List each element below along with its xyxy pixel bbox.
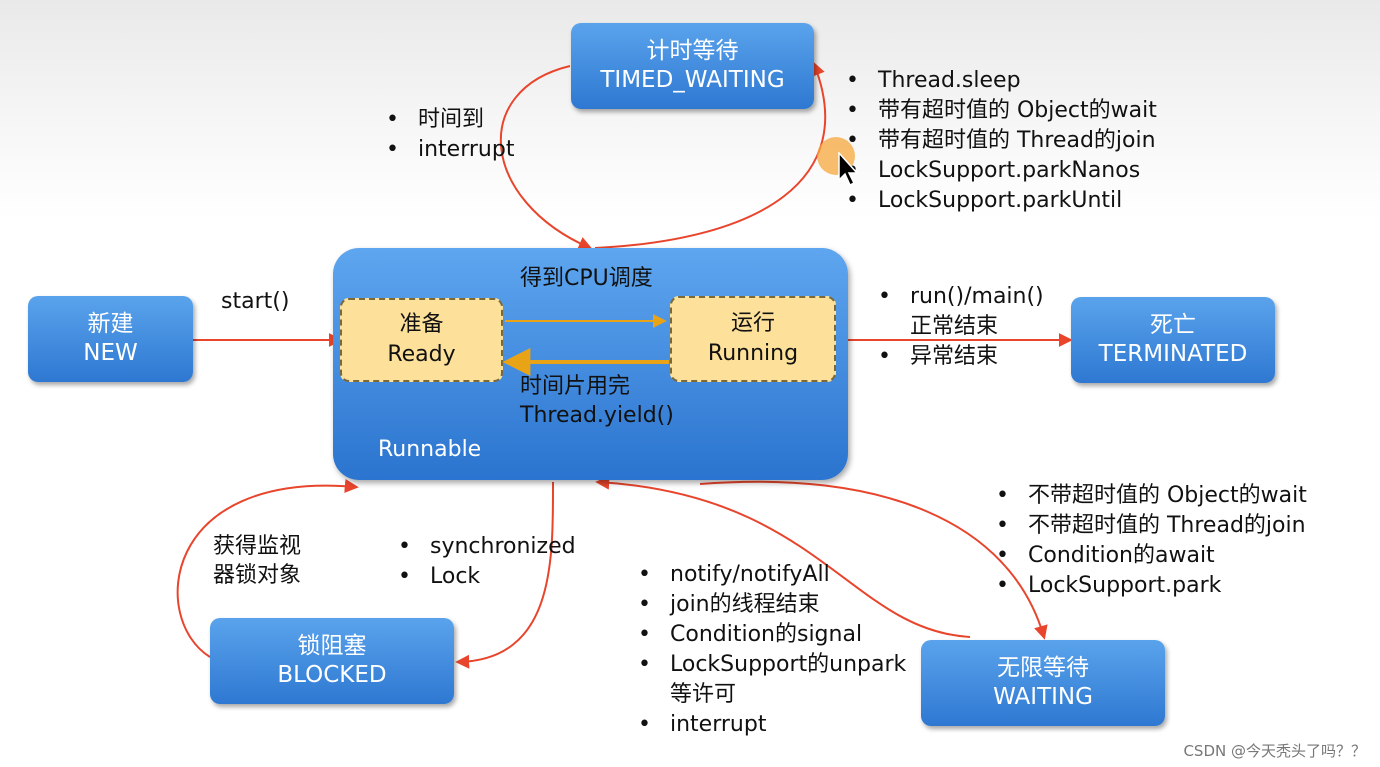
arrow-blocked-to-runnable: [176, 479, 359, 658]
list-item: 带有超时值的 Thread的join: [846, 126, 1157, 156]
blocked-state: 锁阻塞 BLOCKED: [210, 618, 454, 704]
terminated-en: TERMINATED: [1098, 341, 1248, 367]
arrow-runnable-to-blocked: [455, 481, 555, 669]
watermark: CSDN @今天秃头了吗？？: [1183, 742, 1366, 760]
list-item: Lock: [398, 562, 576, 592]
waiting-return-list: notify/notifyAll join的线程结束 Condition的sig…: [638, 560, 906, 740]
list-item: 带有超时值的 Object的wait: [846, 96, 1157, 126]
timed-return-list: 时间到 interrupt: [386, 105, 514, 165]
mouse-cursor-icon: [838, 152, 859, 187]
cpu-schedule-label: 得到CPU调度: [520, 266, 653, 291]
blocked-zh: 锁阻塞: [297, 633, 367, 659]
list-item: LockSupport的unpark: [638, 650, 906, 680]
list-item: synchronized: [398, 532, 576, 562]
list-item-continuation: 等许可: [670, 682, 737, 707]
blocked-en: BLOCKED: [277, 662, 387, 688]
yield-label-line1: 时间片用完: [520, 374, 631, 399]
timed-waiting-zh: 计时等待: [646, 38, 739, 64]
arrow-runnable-to-timed-waiting: [594, 61, 827, 249]
ready-zh: 准备: [399, 312, 444, 337]
list-item-continuation: 正常结束: [910, 314, 999, 339]
running-en: Running: [707, 341, 799, 366]
list-item: Thread.sleep: [846, 66, 1157, 96]
ready-state: 准备 Ready: [340, 298, 503, 382]
list-item: 不带超时值的 Object的wait: [996, 481, 1307, 511]
ready-en: Ready: [387, 342, 456, 367]
terminated-state: 死亡 TERMINATED: [1071, 297, 1275, 383]
waiting-zh: 无限等待: [997, 655, 1089, 681]
waiting-en: WAITING: [993, 684, 1093, 710]
waiting-state: 无限等待 WAITING: [921, 640, 1165, 726]
timed-waiting-en: TIMED_WAITING: [600, 67, 785, 93]
start-label: start(): [221, 289, 290, 314]
timed-waiting-state: 计时等待 TIMED_WAITING: [571, 23, 814, 109]
blocked-return-line2: 器锁对象: [213, 563, 302, 588]
list-item: LockSupport.parkUntil: [846, 186, 1157, 216]
new-state: 新建 NEW: [28, 296, 193, 382]
new-zh: 新建: [87, 311, 134, 337]
list-item: 不带超时值的 Thread的join: [996, 511, 1307, 541]
list-item: 异常结束: [878, 342, 1044, 372]
terminate-list: run()/main() 正常结束 异常结束: [878, 282, 1044, 372]
yield-label-line2: Thread.yield(): [520, 403, 674, 428]
new-en: NEW: [83, 340, 138, 366]
running-state: 运行 Running: [670, 296, 836, 382]
list-item: LockSupport.park: [996, 571, 1307, 601]
list-item: 时间到: [386, 105, 514, 135]
terminated-zh: 死亡: [1150, 312, 1196, 338]
runnable-label: Runnable: [378, 437, 482, 462]
list-item: Condition的await: [996, 541, 1307, 571]
running-zh: 运行: [730, 311, 775, 336]
waiting-enter-list: 不带超时值的 Object的wait 不带超时值的 Thread的join Co…: [996, 481, 1307, 601]
list-item: interrupt: [638, 710, 906, 740]
list-item: Condition的signal: [638, 620, 906, 650]
timed-enter-list: Thread.sleep 带有超时值的 Object的wait 带有超时值的 T…: [846, 66, 1157, 216]
list-item: LockSupport.parkNanos: [846, 156, 1157, 186]
list-item: join的线程结束: [638, 590, 906, 620]
blocked-enter-list: synchronized Lock: [398, 532, 576, 592]
list-item: interrupt: [386, 135, 514, 165]
list-item: notify/notifyAll: [638, 560, 906, 590]
list-item: run()/main(): [878, 282, 1044, 312]
blocked-return-line1: 获得监视: [213, 534, 302, 559]
